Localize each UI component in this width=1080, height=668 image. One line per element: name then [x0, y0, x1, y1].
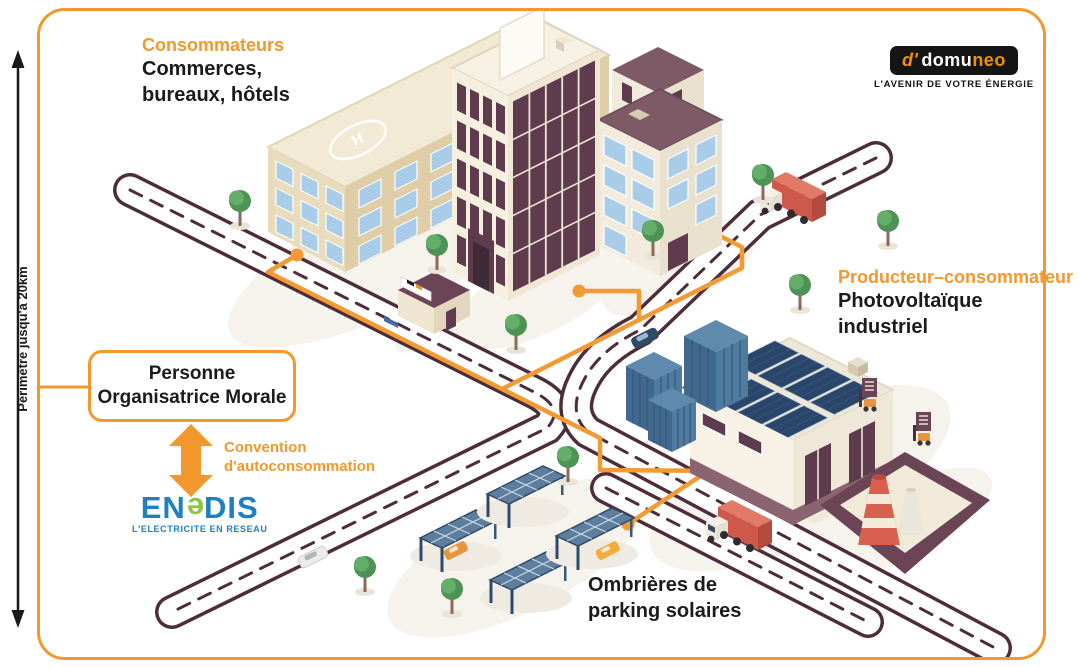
kiosk	[384, 272, 470, 334]
domuneo-icon: d'	[902, 50, 919, 70]
enedis-seg2: e	[185, 491, 205, 526]
enedis-tagline: L'ELECTRICITE EN RESEAU	[132, 524, 268, 534]
perimeter-arrow: Périmètre jusqu'à 20km	[11, 50, 30, 628]
solar-carports	[409, 465, 639, 615]
enedis-wordmark: ENeDIS	[132, 490, 267, 526]
producer-label-block: Producteur–consommateur Photovoltaïque i…	[838, 266, 1073, 340]
car-white	[297, 545, 329, 569]
consumers-label-block: Consommateurs Commerces, bureaux, hôtels	[142, 34, 290, 108]
producer-line2: industriel	[838, 316, 929, 338]
producer-line1: Photovoltaïque	[838, 290, 983, 312]
bench	[384, 316, 398, 328]
apartment-building	[596, 47, 724, 276]
van-yellow	[595, 541, 620, 560]
pom-line2: Organisatrice Morale	[97, 387, 287, 408]
isometric-scene: H	[113, 11, 1012, 657]
domuneo-logo: d'domuneo L'AVENIR DE VOTRE ÉNERGIE	[874, 46, 1034, 90]
pom-line1: Personne	[148, 363, 236, 384]
consumers-title: Consommateurs	[142, 35, 285, 55]
carports-label-block: Ombrières de parking solaires	[588, 572, 741, 624]
tower-building	[449, 11, 603, 301]
car-navy	[631, 327, 659, 349]
producer-title: Producteur–consommateur	[838, 267, 1074, 287]
enedis-seg3: DIS	[204, 490, 259, 525]
containers	[626, 320, 748, 452]
consumers-line1: Commerces,	[142, 58, 263, 80]
rooftop-billboard	[499, 11, 545, 82]
carports-line2: parking solaires	[588, 600, 742, 622]
enedis-seg1: EN	[140, 490, 186, 525]
convention-line1: Convention	[224, 439, 307, 456]
carports-line1: Ombrières de	[588, 574, 717, 596]
domuneo-wordmark: d'domuneo	[890, 46, 1018, 75]
domuneo-word-main: domu	[921, 50, 973, 70]
enedis-logo: ENeDIS L'ELECTRICITE EN RESEAU	[132, 490, 268, 534]
domuneo-tagline: L'AVENIR DE VOTRE ÉNERGIE	[874, 79, 1034, 90]
personne-organisatrice-box: Personne Organisatrice Morale	[88, 350, 296, 422]
consumers-line2: bureaux, hôtels	[142, 84, 290, 106]
chimney-yard	[820, 452, 990, 574]
convention-arrow	[169, 424, 213, 497]
perimeter-label: Périmètre jusqu'à 20km	[15, 266, 30, 411]
van-orange	[443, 541, 468, 560]
convention-label: Convention d'autoconsommation	[224, 438, 375, 476]
convention-line2: d'autoconsommation	[224, 458, 376, 475]
domuneo-word-accent: neo	[972, 50, 1006, 70]
